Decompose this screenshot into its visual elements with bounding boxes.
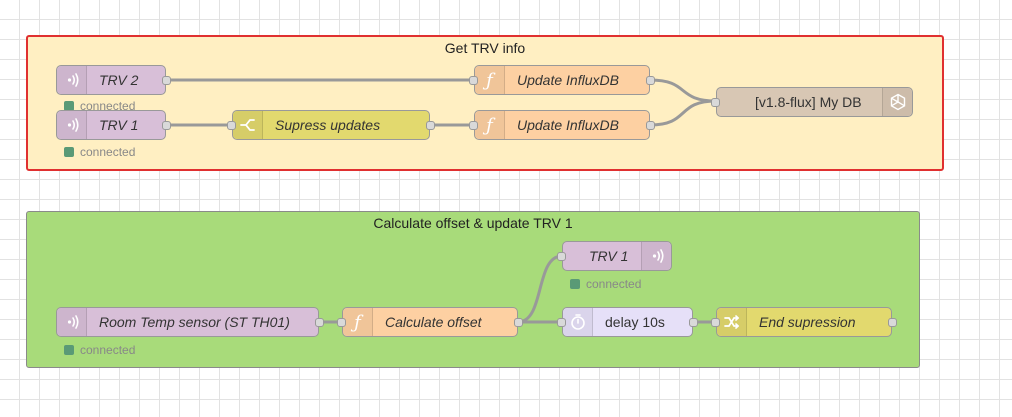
mqtt-icon xyxy=(57,308,87,336)
output-port[interactable] xyxy=(646,76,655,85)
input-port[interactable] xyxy=(469,76,478,85)
node-status: connected xyxy=(64,343,135,357)
node-label: delay 10s xyxy=(605,314,665,330)
timer-icon xyxy=(563,308,593,336)
input-port[interactable] xyxy=(711,98,720,107)
output-port[interactable] xyxy=(315,318,324,327)
database-icon xyxy=(882,88,912,116)
mqtt-in-node-trv2[interactable]: TRV 2 xyxy=(56,65,171,95)
function-node-update-influxdb-2[interactable]: ƒ Update InfluxDB xyxy=(469,110,655,140)
output-port[interactable] xyxy=(162,121,171,130)
input-port[interactable] xyxy=(711,318,720,327)
input-port[interactable] xyxy=(557,318,566,327)
status-text: connected xyxy=(80,100,136,112)
mqtt-icon xyxy=(57,66,87,94)
output-port[interactable] xyxy=(646,121,655,130)
shuffle-icon xyxy=(717,308,747,336)
status-dot xyxy=(64,345,74,355)
status-text: connected xyxy=(80,145,136,159)
status-text: connected xyxy=(80,343,136,357)
function-icon: ƒ xyxy=(343,308,373,336)
node-label: TRV 2 xyxy=(99,72,139,88)
output-port[interactable] xyxy=(162,76,171,85)
filter-node-supress-updates[interactable]: Supress updates xyxy=(227,110,435,140)
status-dot xyxy=(64,101,74,111)
node-label: Update InfluxDB xyxy=(517,72,619,88)
node-label: Update InfluxDB xyxy=(517,117,619,133)
node-label: TRV 1 xyxy=(589,248,629,264)
group-label: Get TRV info xyxy=(444,40,526,56)
node-label: Calculate offset xyxy=(385,314,482,330)
node-status: connected xyxy=(64,100,135,112)
mqtt-in-node-trv1[interactable]: TRV 1 xyxy=(56,110,171,140)
function-node-calculate-offset[interactable]: ƒ Calculate offset xyxy=(337,307,523,337)
input-port[interactable] xyxy=(227,121,236,130)
filter-icon xyxy=(233,111,263,139)
output-port[interactable] xyxy=(888,318,897,327)
status-text: connected xyxy=(586,277,642,291)
node-status: connected xyxy=(570,277,641,291)
group-calculate-offset[interactable]: Calculate offset & update TRV 1 xyxy=(26,211,920,368)
node-label: Supress updates xyxy=(275,117,381,133)
status-dot xyxy=(64,147,74,157)
function-icon: ƒ xyxy=(475,66,505,94)
influxdb-out-node[interactable]: [v1.8-flux] My DB xyxy=(711,87,913,117)
input-port[interactable] xyxy=(469,121,478,130)
node-status: connected xyxy=(64,145,135,159)
output-port[interactable] xyxy=(689,318,698,327)
node-label: Room Temp sensor (ST TH01) xyxy=(99,314,290,330)
function-node-update-influxdb-1[interactable]: ƒ Update InfluxDB xyxy=(469,65,655,95)
mqtt-in-node-room-temp[interactable]: Room Temp sensor (ST TH01) xyxy=(56,307,324,337)
node-label: [v1.8-flux] My DB xyxy=(755,94,862,110)
group-label: Calculate offset & update TRV 1 xyxy=(373,215,573,231)
output-port[interactable] xyxy=(426,121,435,130)
input-port[interactable] xyxy=(557,252,566,261)
output-port[interactable] xyxy=(514,318,523,327)
mqtt-out-node-trv1[interactable]: TRV 1 xyxy=(557,241,672,271)
delay-node[interactable]: delay 10s xyxy=(557,307,698,337)
function-icon: ƒ xyxy=(475,111,505,139)
status-dot xyxy=(570,279,580,289)
mqtt-icon xyxy=(641,242,671,270)
input-port[interactable] xyxy=(337,318,346,327)
node-label: End supression xyxy=(759,314,856,330)
mqtt-icon xyxy=(57,111,87,139)
change-node-end-supression[interactable]: End supression xyxy=(711,307,897,337)
node-label: TRV 1 xyxy=(99,117,139,133)
